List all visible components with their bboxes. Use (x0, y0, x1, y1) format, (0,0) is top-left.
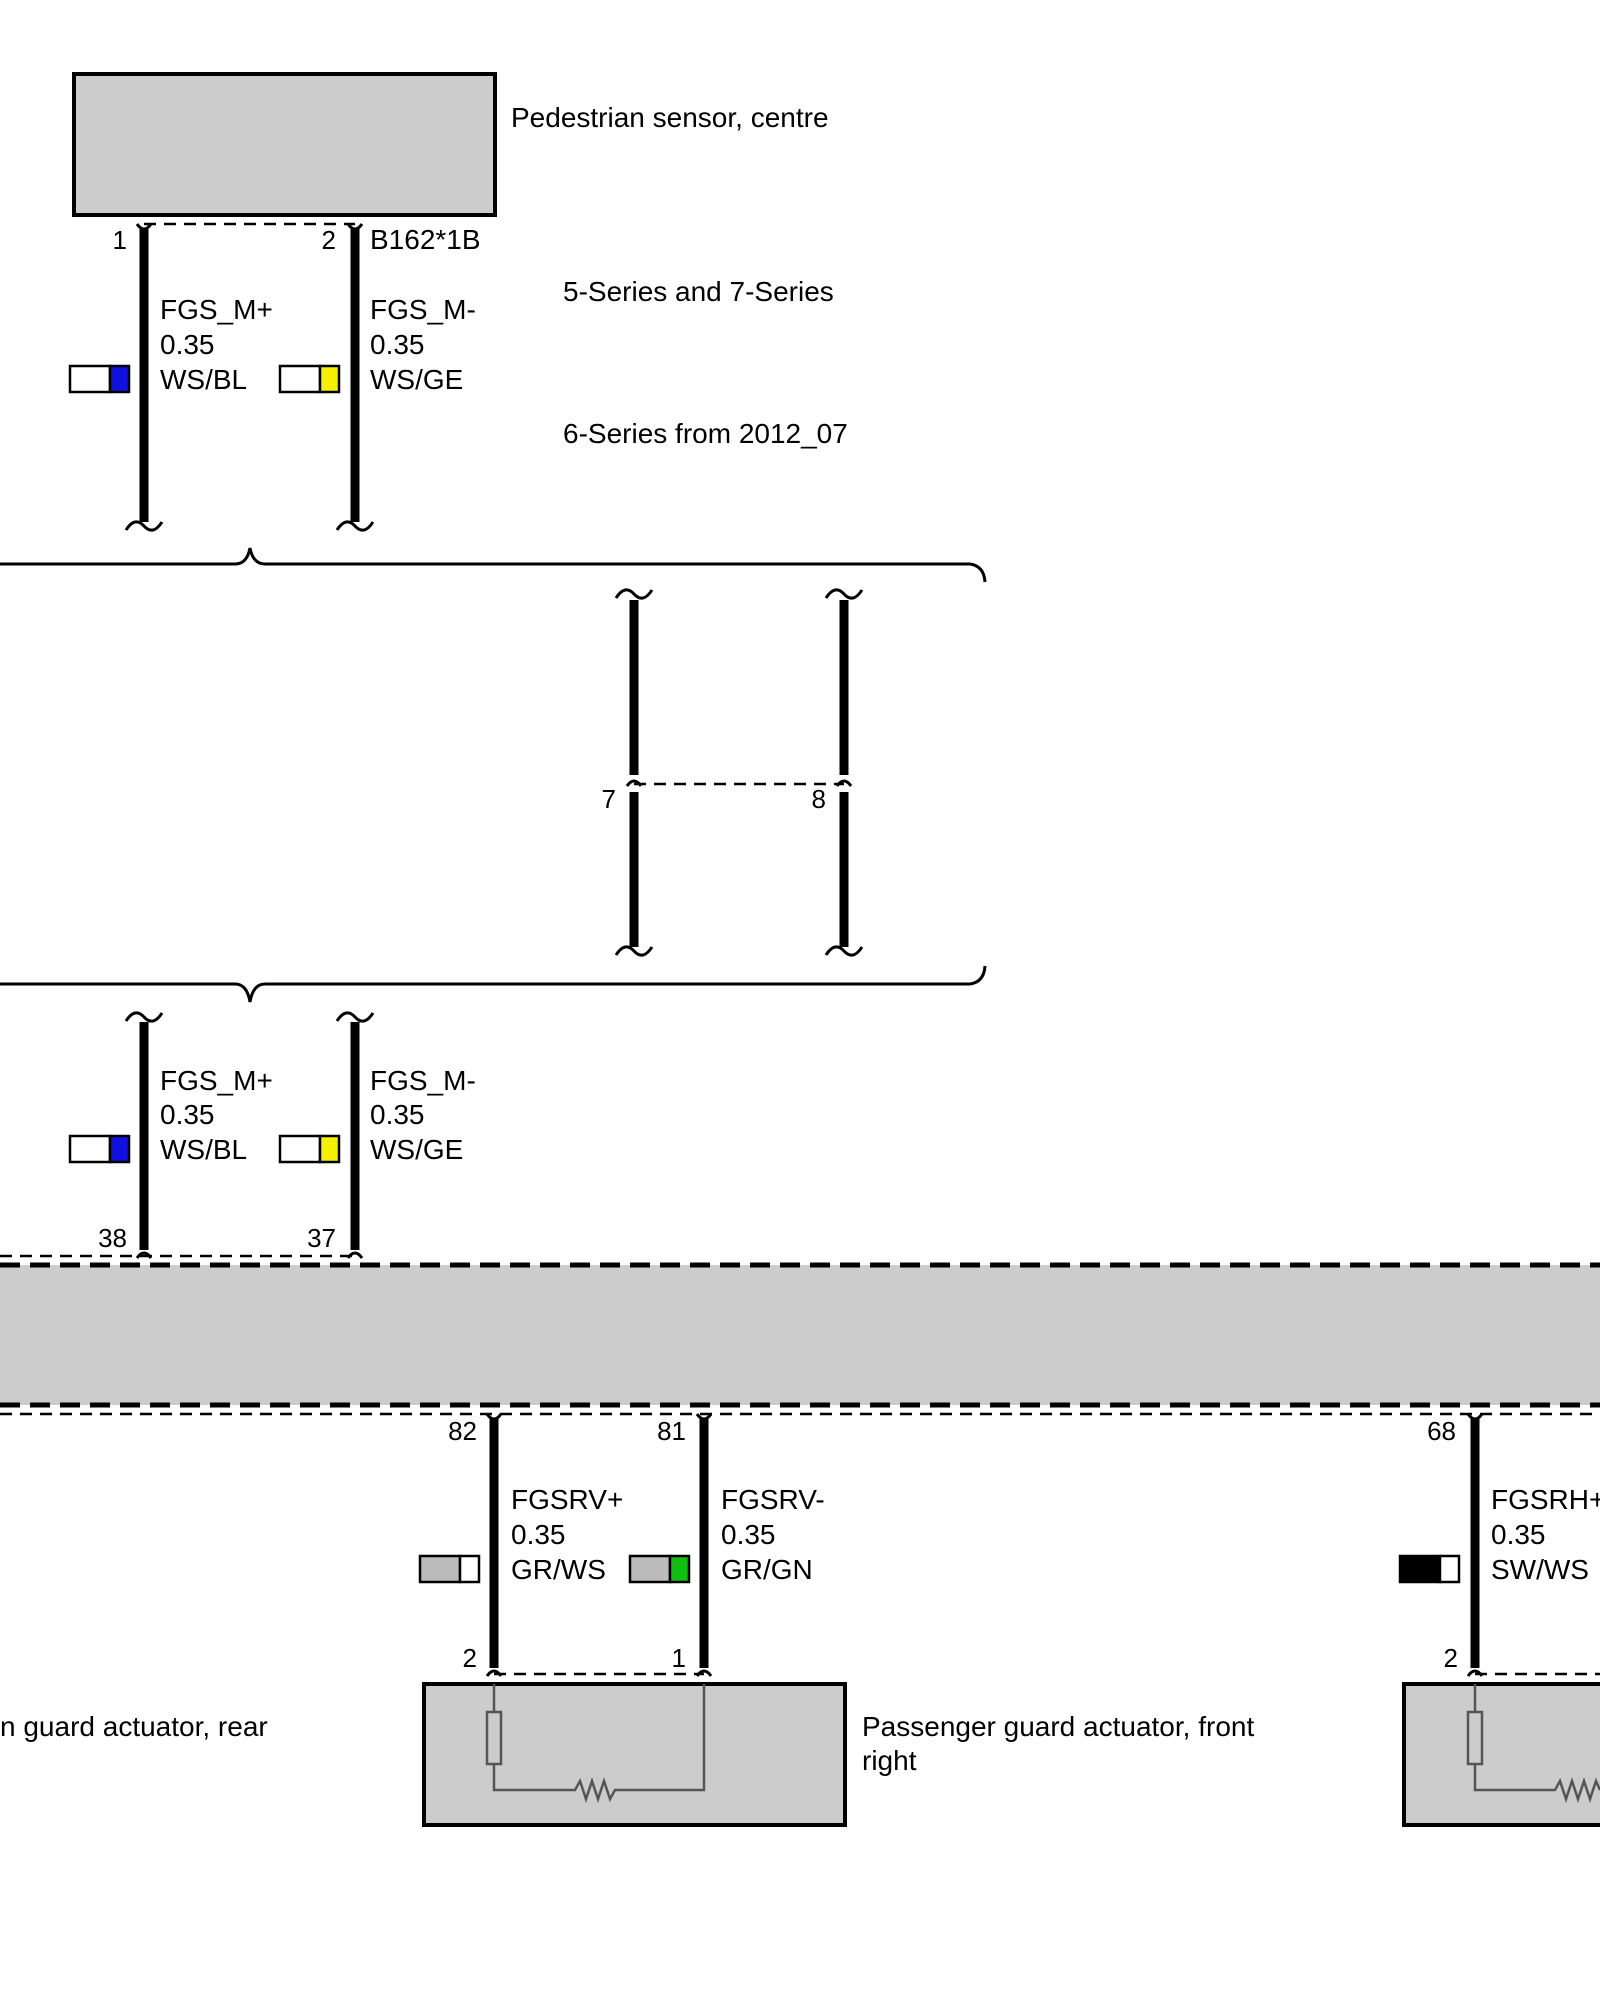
actuator-front-right-label: right (862, 1745, 917, 1776)
wire-signal-label: FGS_M- (370, 294, 476, 325)
actuator-rear-label: n guard actuator, rear (0, 1711, 268, 1742)
bottom-wires: 82 81 68 FGSRV+ 0.35 GR/WS FGSRV- 0.35 G… (418, 1413, 1600, 1677)
sensor-connector-id: B162*1B (370, 224, 481, 255)
wire-break-mark (614, 945, 654, 957)
actuator-box (1402, 1682, 1600, 1827)
wire-break-mark (335, 1011, 375, 1023)
variant-bracket-block: 7 8 (0, 547, 987, 1003)
pedestrian-sensor-box (72, 72, 497, 217)
wire-color-label: GR/GN (721, 1554, 813, 1585)
wire-signal-label: FGSRV- (721, 1484, 825, 1515)
actuator-resistor-symbol (492, 1684, 706, 1803)
variant-label-5-7-series: 5-Series and 7-Series (563, 276, 834, 307)
wire-color-label: WS/GE (370, 364, 463, 395)
wire-gauge-label: 0.35 (160, 1099, 215, 1130)
wire-color-label: SW/WS (1491, 1554, 1589, 1585)
splice-pin-8: 8 (812, 784, 826, 814)
splice-pin-7: 7 (602, 784, 616, 814)
wire-gauge-label: 0.35 (511, 1519, 566, 1550)
passenger-guard-actuator-right-partial: 2 (1402, 1643, 1600, 1827)
wire-gauge-label: 0.35 (160, 329, 215, 360)
sensor-pin-1: 1 (113, 225, 127, 255)
wire-color-label: WS/BL (160, 364, 247, 395)
wire-signal-label: FGSRH+ (1491, 1484, 1600, 1515)
variant-bracket-bottom (0, 965, 987, 1003)
control-unit-body (0, 1265, 1600, 1405)
control-unit-pin-82: 82 (448, 1416, 477, 1446)
wire-color-label: GR/WS (511, 1554, 606, 1585)
actuator-pin-1: 1 (672, 1643, 686, 1673)
wire-color-swatch-gr-ws (418, 1554, 481, 1584)
pedestrian-sensor-label: Pedestrian sensor, centre (511, 102, 829, 133)
wire-signal-label: FGSRV+ (511, 1484, 623, 1515)
wire-color-label: WS/GE (370, 1134, 463, 1165)
passenger-guard-actuator-front-right: 2 1 Passenger guard actuator, front righ… (422, 1643, 1254, 1827)
actuator-pin-2: 2 (463, 1643, 477, 1673)
wire-gauge-label: 0.35 (370, 1099, 425, 1130)
wire-color-swatch-ws-ge (278, 1134, 341, 1164)
wire-color-label: WS/BL (160, 1134, 247, 1165)
wire-signal-label: FGS_M+ (160, 1065, 273, 1096)
control-unit-pin-81: 81 (657, 1416, 686, 1446)
wire-break-mark (124, 1011, 164, 1023)
pedestrian-sensor-centre: Pedestrian sensor, centre 1 2 B162*1B (72, 72, 829, 255)
wire-color-swatch-ws-bl (68, 364, 131, 394)
variant-bracket-top (0, 547, 987, 583)
wire-color-swatch-sw-ws (1398, 1554, 1461, 1584)
wire-break-mark (824, 588, 864, 600)
variant-label-6-series: 6-Series from 2012_07 (563, 418, 848, 449)
actuator-pin-2: 2 (1444, 1643, 1458, 1673)
wire-gauge-label: 0.35 (370, 329, 425, 360)
actuator-fuse-symbol (1466, 1710, 1484, 1766)
wire-signal-label: FGS_M- (370, 1065, 476, 1096)
actuator-resistor-symbol (1473, 1764, 1600, 1803)
control-unit-pin-68: 68 (1427, 1416, 1456, 1446)
actuator-fuse-symbol (485, 1710, 503, 1766)
wire-signal-label: FGS_M+ (160, 294, 273, 325)
top-wires: FGS_M+ 0.35 WS/BL FGS_M- 0.35 WS/GE (68, 223, 476, 532)
wire-color-swatch-gr-gn (628, 1554, 691, 1584)
wire-break-mark (124, 520, 164, 532)
wire-gauge-label: 0.35 (1491, 1519, 1546, 1550)
middle-wires: FGS_M+ 0.35 WS/BL FGS_M- 0.35 WS/GE 38 3… (68, 1011, 476, 1259)
wire-break-mark (614, 588, 654, 600)
control-unit (0, 1254, 1600, 1416)
wire-color-swatch-ws-ge (278, 364, 341, 394)
sensor-pin-2: 2 (322, 225, 336, 255)
actuator-front-right-label: Passenger guard actuator, front (862, 1711, 1254, 1742)
control-unit-pin-37: 37 (307, 1223, 336, 1253)
wire-color-swatch-ws-bl (68, 1134, 131, 1164)
control-unit-pin-38: 38 (98, 1223, 127, 1253)
wire-break-mark (824, 945, 864, 957)
wire-gauge-label: 0.35 (721, 1519, 776, 1550)
wire-break-mark (335, 520, 375, 532)
